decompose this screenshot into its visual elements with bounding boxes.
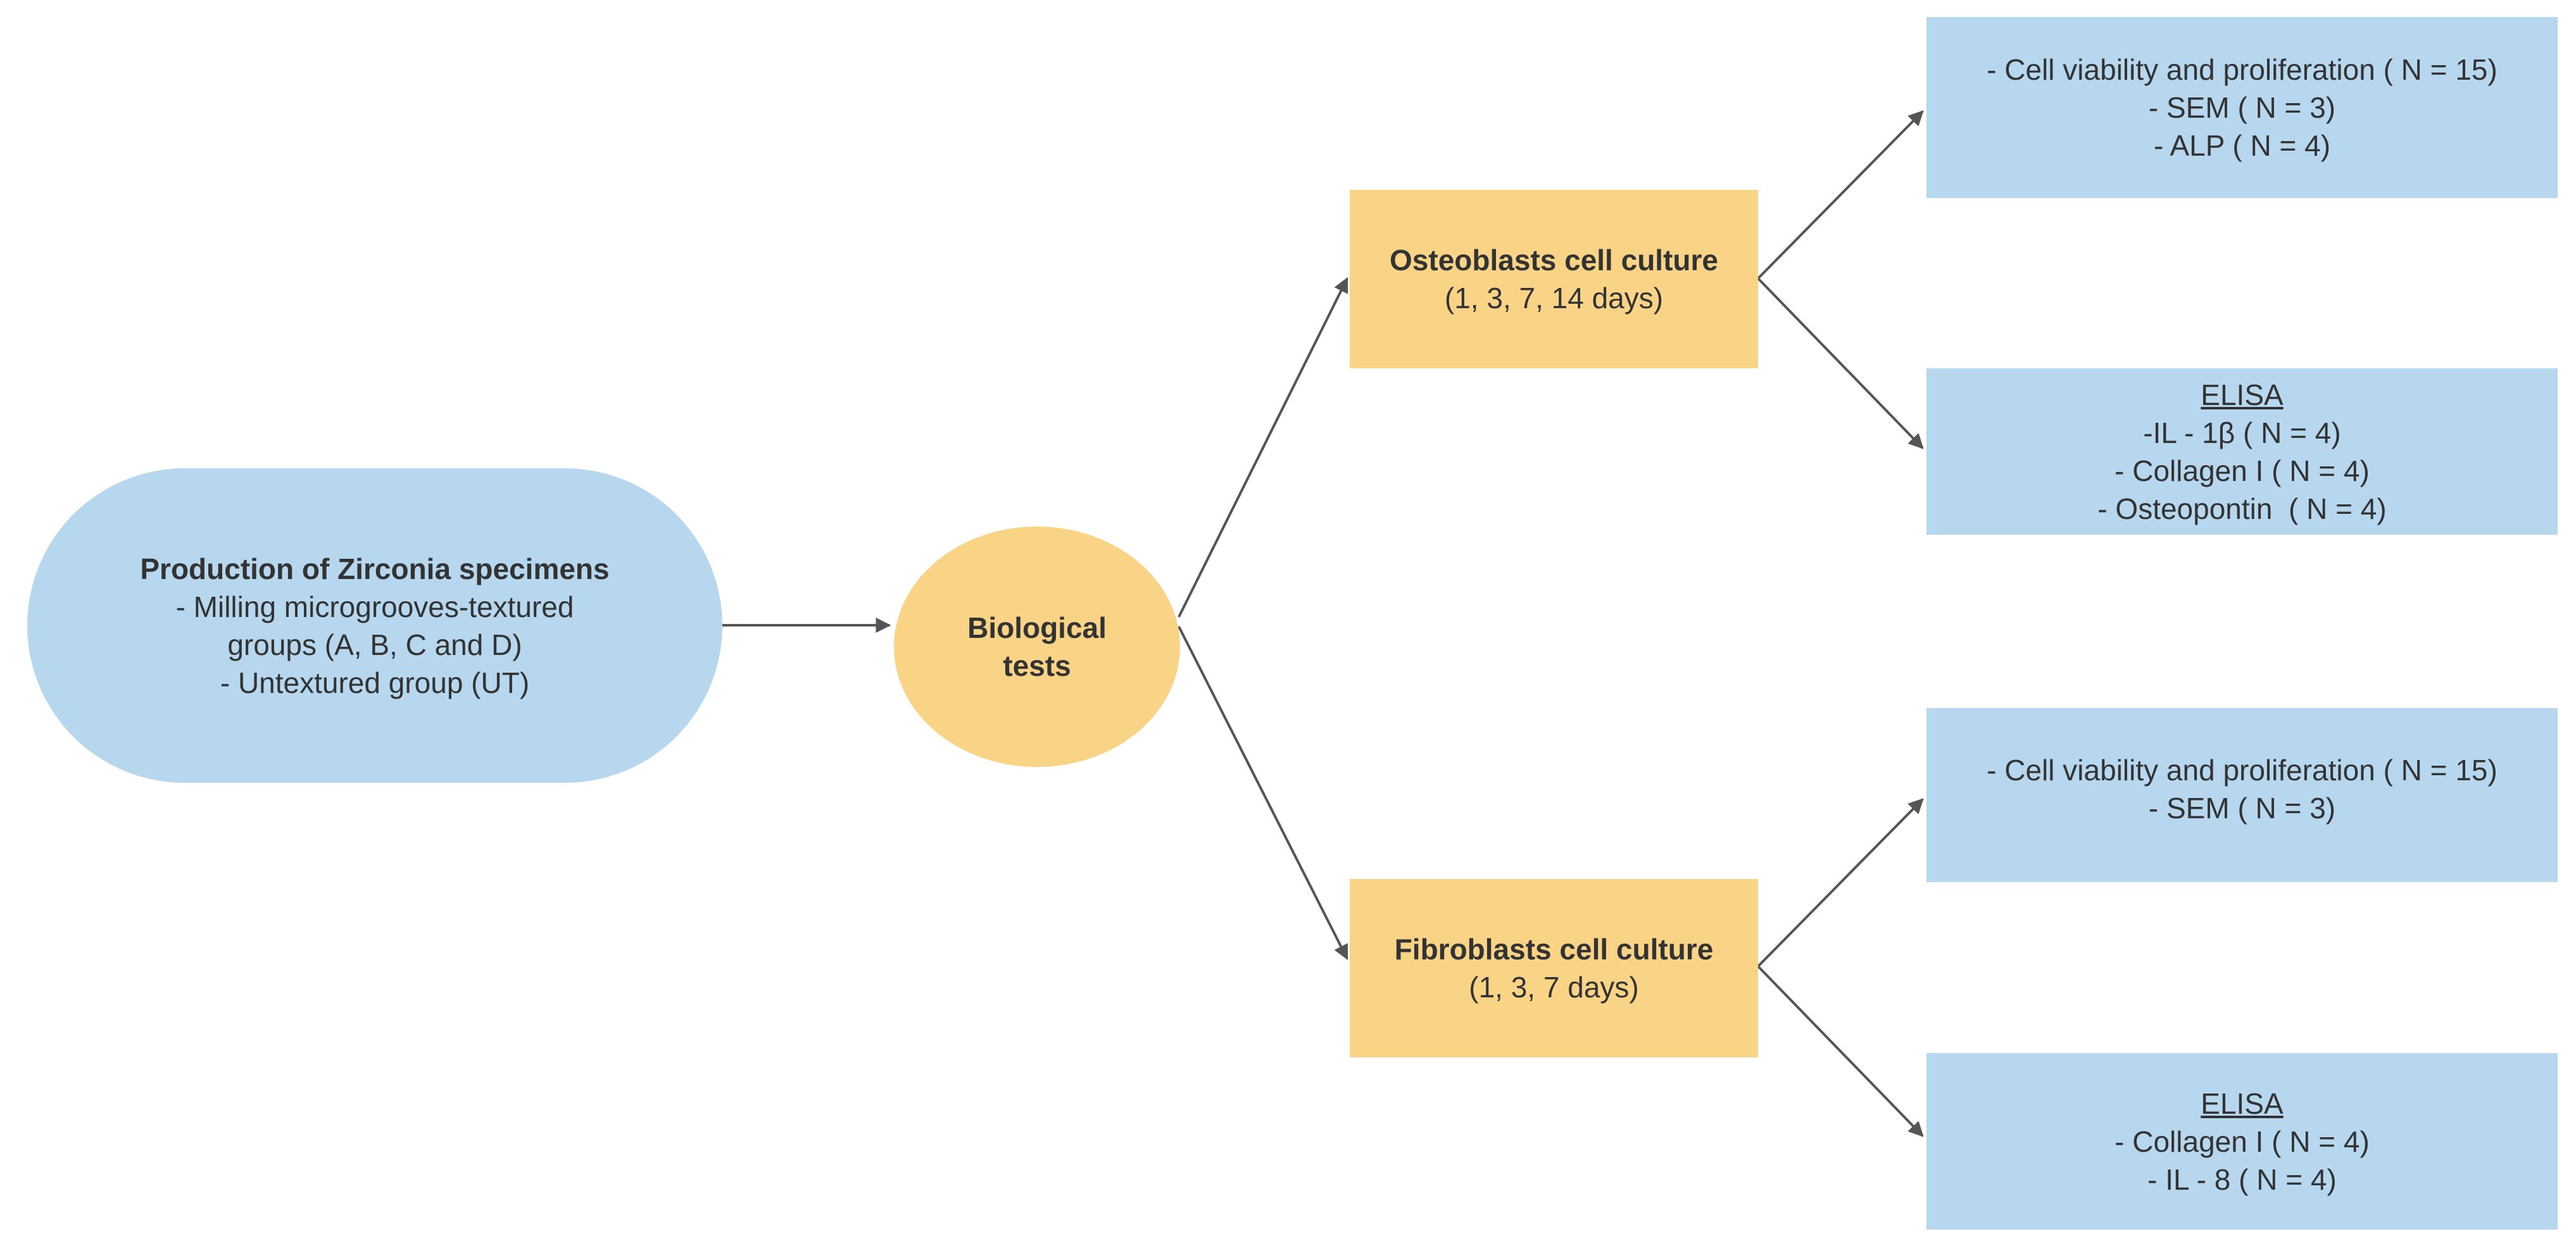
fibro-elisa-node: ELISA - Collagen I ( N = 4) - IL - 8 ( N… bbox=[1926, 1053, 2558, 1230]
production-line-1: - Milling microgrooves-textured bbox=[175, 590, 574, 623]
arrow-osteoblasts-to-elisa bbox=[1757, 277, 1924, 449]
arrow-fibroblasts-to-assays bbox=[1757, 798, 1924, 968]
arrow-osteoblasts-to-assays bbox=[1757, 110, 1924, 280]
osteo-elisa-item: -IL - 1β ( N = 4) bbox=[2143, 416, 2341, 449]
fibroblasts-node: Fibroblasts cell culture (1, 3, 7 days) bbox=[1350, 879, 1758, 1057]
production-line-2: groups (A, B, C and D) bbox=[227, 628, 522, 661]
arrow-biological-to-osteoblasts bbox=[1178, 277, 1348, 618]
osteo-elisa-heading: ELISA bbox=[2201, 378, 2284, 411]
fibro-elisa-item: - IL - 8 ( N = 4) bbox=[2147, 1163, 2337, 1196]
arrow-fibroblasts-to-elisa bbox=[1757, 965, 1924, 1137]
osteo-assay-item: - ALP ( N = 4) bbox=[2153, 129, 2331, 162]
arrow-biological-to-fibroblasts bbox=[1178, 626, 1348, 961]
osteo-elisa-item: - Collagen I ( N = 4) bbox=[2114, 454, 2370, 487]
biological-tests-node: Biological tests bbox=[894, 527, 1180, 767]
osteo-assay-item: - Cell viability and proliferation ( N =… bbox=[1987, 53, 2497, 86]
production-title: Production of Zirconia specimens bbox=[140, 552, 610, 585]
biological-line-1: Biological bbox=[967, 611, 1107, 644]
osteo-assays-node: - Cell viability and proliferation ( N =… bbox=[1926, 17, 2558, 198]
production-line-3: - Untextured group (UT) bbox=[220, 666, 530, 699]
production-node: Production of Zirconia specimens - Milli… bbox=[27, 468, 722, 783]
osteoblasts-node: Osteoblasts cell culture (1, 3, 7, 14 da… bbox=[1350, 190, 1758, 368]
osteo-elisa-node: ELISA -IL - 1β ( N = 4) - Collagen I ( N… bbox=[1926, 368, 2558, 535]
fibroblasts-title: Fibroblasts cell culture bbox=[1394, 933, 1714, 966]
osteoblasts-title: Osteoblasts cell culture bbox=[1390, 244, 1718, 277]
biological-line-2: tests bbox=[1003, 649, 1071, 682]
fibro-assay-item: - SEM ( N = 3) bbox=[2148, 792, 2336, 825]
fibroblasts-days: (1, 3, 7 days) bbox=[1469, 971, 1639, 1004]
osteo-assay-item: - SEM ( N = 3) bbox=[2148, 91, 2336, 124]
fibro-assay-item: - Cell viability and proliferation ( N =… bbox=[1987, 754, 2497, 787]
fibro-elisa-heading: ELISA bbox=[2201, 1087, 2284, 1120]
osteo-elisa-item: - Osteopontin ( N = 4) bbox=[2097, 492, 2387, 525]
fibro-elisa-item: - Collagen I ( N = 4) bbox=[2114, 1125, 2370, 1158]
osteoblasts-days: (1, 3, 7, 14 days) bbox=[1444, 282, 1664, 315]
fibro-assays-node: - Cell viability and proliferation ( N =… bbox=[1926, 708, 2558, 882]
